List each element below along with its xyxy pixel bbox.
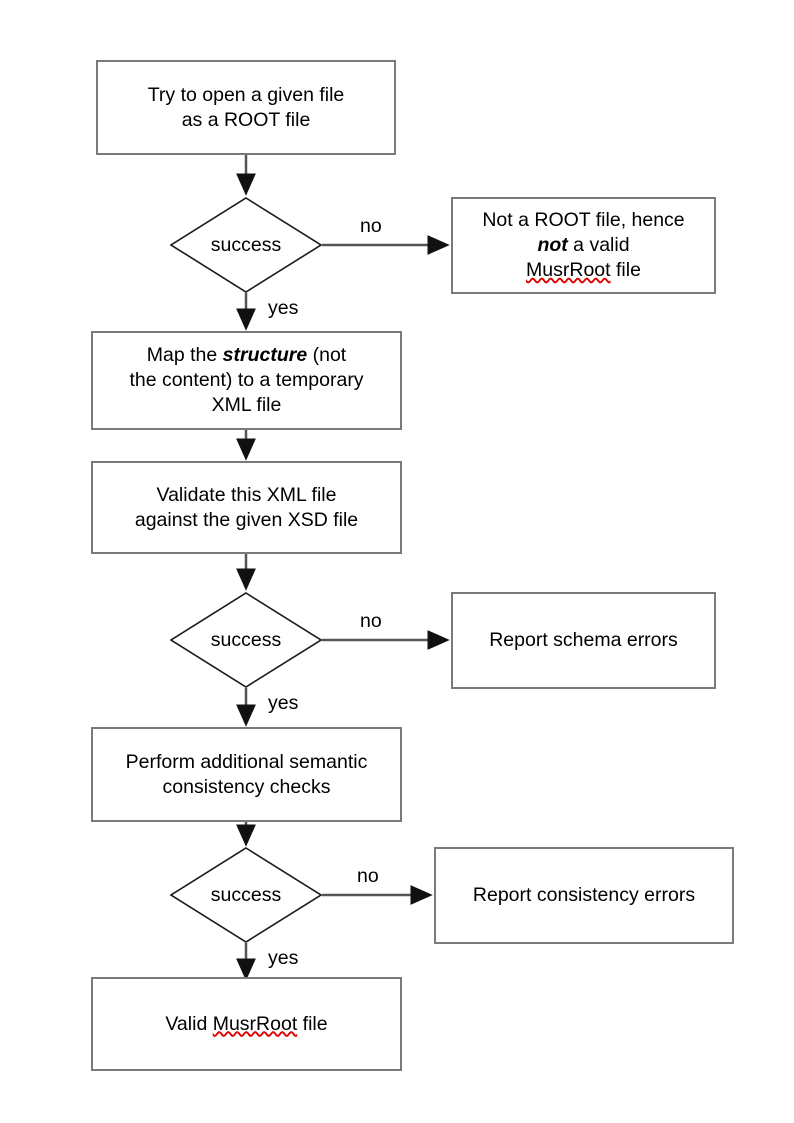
edge-label-no-1: no: [360, 215, 382, 237]
node-decision-consistency-label: success: [210, 883, 282, 906]
node-decision-consistency-success[interactable]: success: [170, 847, 322, 943]
misspelled-musrroot: MusrRoot: [526, 259, 611, 281]
node-map-structure-line2: the content) to a temporary: [129, 369, 364, 391]
edge-label-yes-2: yes: [268, 692, 299, 714]
edge-label-yes-1: yes: [268, 297, 299, 319]
node-valid-musrroot-file[interactable]: Valid MusrRoot file: [91, 977, 402, 1071]
emphasis-structure: structure: [222, 344, 308, 366]
node-not-root-line2: not a valid: [461, 233, 706, 258]
node-not-root-line2-rest: a valid: [567, 234, 630, 256]
node-valid-file-post: file: [297, 1012, 328, 1035]
node-valid-file-line1: Valid MusrRoot file: [101, 1012, 392, 1037]
node-report-schema-errors[interactable]: Report schema errors: [451, 592, 716, 689]
edge-label-no-2: no: [360, 610, 382, 632]
node-open-file-line1: Try to open a given file: [147, 83, 345, 106]
misspelled-musrroot: MusrRoot: [212, 1012, 298, 1035]
node-open-file[interactable]: Try to open a given file as a ROOT file: [96, 60, 396, 155]
node-semantic-checks-line2: consistency checks: [162, 775, 331, 798]
node-not-root-line3-rest: file: [610, 259, 641, 281]
edge-label-no-3: no: [357, 865, 379, 887]
node-valid-file-pre: Valid: [165, 1012, 213, 1035]
node-not-root-file[interactable]: Not a ROOT file, hence not a valid MusrR…: [451, 197, 716, 294]
node-report-consistency-errors-line1: Report consistency errors: [472, 884, 696, 906]
node-decision-open-label: success: [210, 233, 282, 256]
diamond-shape: [170, 847, 322, 943]
node-map-structure[interactable]: Map the structure (not the content) to a…: [91, 331, 402, 430]
diamond-shape: [170, 197, 322, 293]
node-open-file-line2: as a ROOT file: [181, 108, 311, 131]
node-decision-schema-label: success: [210, 628, 282, 651]
edge-label-yes-3: yes: [268, 947, 299, 969]
node-semantic-checks-line1: Perform additional semantic: [125, 750, 368, 773]
diamond-shape: [170, 592, 322, 688]
node-report-schema-errors-line1: Report schema errors: [489, 629, 678, 651]
node-not-root-line3: MusrRoot file: [461, 258, 706, 283]
node-decision-schema-success[interactable]: success: [170, 592, 322, 688]
node-semantic-checks[interactable]: Perform additional semantic consistency …: [91, 727, 402, 822]
node-validate-xml-line1: Validate this XML file: [156, 483, 337, 506]
emphasis-not: not: [537, 234, 568, 256]
node-map-structure-line3: XML file: [211, 394, 282, 416]
node-decision-open-success[interactable]: success: [170, 197, 322, 293]
node-report-consistency-errors[interactable]: Report consistency errors: [434, 847, 734, 944]
node-map-structure-line1: Map the structure (not: [101, 343, 392, 368]
node-validate-xml[interactable]: Validate this XML file against the given…: [91, 461, 402, 554]
node-not-root-line1: Not a ROOT file, hence: [482, 209, 685, 231]
node-validate-xml-line2: against the given XSD file: [134, 508, 359, 531]
node-map-structure-line1-post: (not: [307, 344, 347, 366]
node-map-structure-line1-pre: Map the: [146, 344, 223, 366]
